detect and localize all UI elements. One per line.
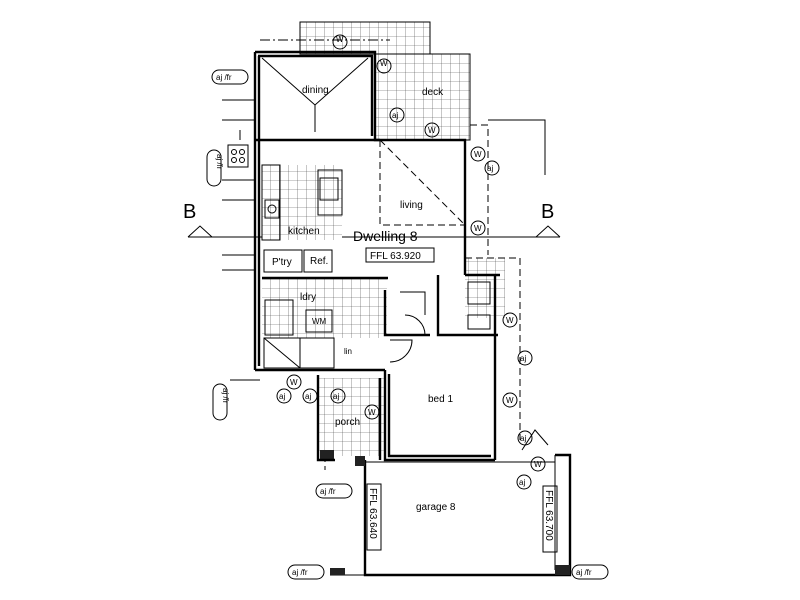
svg-text:aj /fr: aj /fr: [292, 568, 308, 577]
garage-label: garage 8: [416, 502, 456, 513]
svg-text:aj /fr: aj /fr: [216, 73, 232, 82]
aj-fr-callout-bottom-left: aj /fr: [287, 564, 325, 580]
svg-text:aj /fr: aj /fr: [320, 487, 336, 496]
dining-void: [261, 57, 369, 132]
pantry-box: [263, 249, 303, 273]
garage: [320, 429, 572, 577]
svg-text:W: W: [534, 460, 542, 469]
svg-text:aj /fr: aj /fr: [221, 388, 230, 404]
window-tag-10: W: [530, 456, 546, 472]
window-tag-1: W: [332, 34, 348, 50]
svg-text:aj /fr: aj /fr: [576, 568, 592, 577]
svg-text:W: W: [368, 408, 376, 417]
bed-label: bed 1: [428, 394, 453, 405]
ffl-garage-right-label: FFL 63.700: [543, 490, 554, 541]
ffl-main-label: FFL 63.920: [370, 251, 421, 262]
exterior-walls: [253, 50, 500, 462]
aj-marker-3: aj: [517, 350, 533, 366]
aj-marker-7: aj: [330, 388, 346, 404]
aj-marker-6: aj: [302, 388, 318, 404]
linen-label: lin: [344, 347, 352, 356]
section-label-right: B: [541, 201, 554, 223]
pantry-label: P'try: [272, 257, 292, 268]
svg-text:aj: aj: [305, 392, 311, 401]
section-line: [187, 225, 561, 238]
svg-text:W: W: [380, 59, 388, 68]
window-tag-4: W: [470, 146, 486, 162]
window-tag-5: W: [470, 220, 486, 236]
svg-text:W: W: [428, 126, 436, 135]
deck-area: [299, 21, 471, 141]
fixture-box: [467, 281, 491, 305]
living-label: living: [400, 200, 423, 211]
entry-tiles: [465, 258, 505, 318]
svg-text:W: W: [474, 150, 482, 159]
svg-text:aj /fr: aj /fr: [215, 154, 224, 170]
window-tag-6: W: [502, 312, 518, 328]
laundry-tiles: [262, 278, 387, 338]
dining-label: dining: [302, 85, 329, 96]
svg-text:aj: aj: [520, 354, 526, 363]
svg-text:W: W: [336, 35, 344, 44]
aj-marker-4: aj: [517, 430, 533, 446]
aj-marker-8: aj: [516, 474, 532, 490]
stair: [263, 337, 335, 369]
dwelling-label: Dwelling 8: [353, 228, 418, 244]
porch-tiles: [318, 378, 384, 456]
svg-text:W: W: [474, 224, 482, 233]
porch-walls: [316, 375, 382, 462]
aj-marker-1: aj: [389, 107, 405, 123]
window-tag-3: W: [424, 122, 440, 138]
washer-box: [305, 309, 333, 333]
window-tag-8: W: [286, 374, 302, 390]
aj-fr-callout-left-low: aj /fr: [212, 383, 230, 421]
svg-text:aj: aj: [520, 434, 526, 443]
svg-text:aj: aj: [487, 164, 493, 173]
fridge-label: Ref.: [310, 256, 328, 267]
svg-text:aj: aj: [392, 111, 398, 120]
deck-label: deck: [422, 87, 444, 98]
service-lines: [222, 99, 260, 381]
ffl-garage-left-box: [366, 483, 382, 551]
aj-marker-5: aj: [276, 388, 292, 404]
svg-text:aj: aj: [333, 392, 339, 401]
aj-fr-callout-bottom-right: aj /fr: [571, 564, 609, 580]
window-tag-7: W: [502, 392, 518, 408]
window-tag-9: W: [364, 404, 380, 420]
washer-label: WM: [312, 317, 327, 326]
door-swings: [389, 291, 426, 363]
svg-text:W: W: [290, 378, 298, 387]
aj-fr-callout-left-mid: aj /fr: [206, 149, 224, 187]
ffl-main-box: [365, 247, 435, 263]
fridge-box: [303, 249, 333, 273]
section-label-left: B: [183, 201, 196, 223]
boundary-lines: [260, 39, 546, 470]
svg-text:W: W: [506, 396, 514, 405]
aj-fr-callout-top: aj /fr: [211, 69, 249, 85]
svg-text:aj: aj: [279, 392, 285, 401]
kitchen-label: kitchen: [288, 226, 320, 237]
ffl-garage-left-label: FFL 63.640: [367, 488, 378, 539]
svg-text:aj: aj: [519, 478, 525, 487]
window-tag-2: W: [376, 58, 392, 74]
aj-fr-callout-garage: aj /fr: [315, 483, 353, 499]
aj-marker-2: aj: [484, 160, 500, 176]
porch-label: porch: [335, 417, 360, 428]
kitchen-benches: [227, 144, 343, 241]
ffl-garage-right-box: [542, 485, 558, 553]
laundry-label: ldry: [300, 292, 316, 303]
svg-text:W: W: [506, 316, 514, 325]
